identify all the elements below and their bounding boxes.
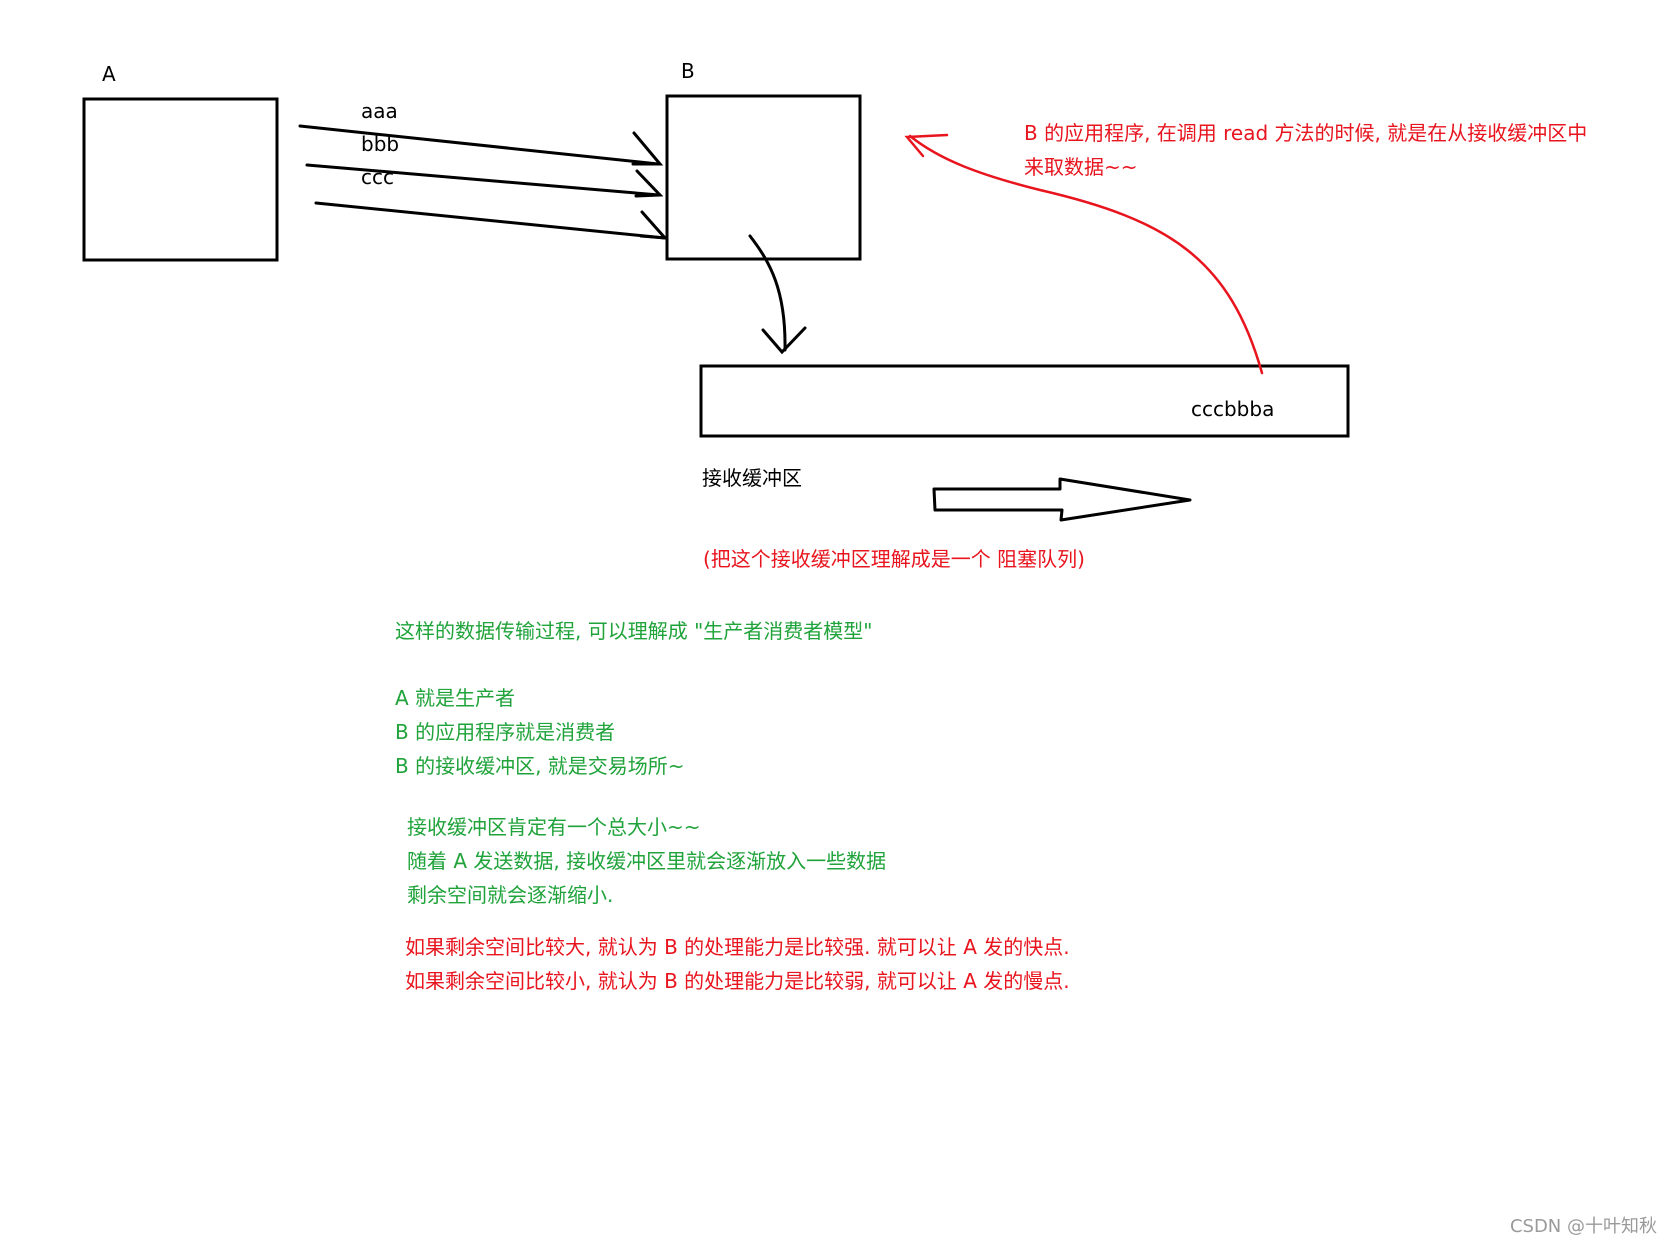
rules-block: 如果剩余空间比较大, 就认为 B 的处理能力是比较强. 就可以让 A 发的快点.…: [405, 930, 1070, 998]
watermark: CSDN @十叶知秋: [1509, 1216, 1657, 1237]
b-to-buffer-arrow: [748, 234, 807, 355]
message-arrow-1: [298, 124, 664, 166]
model-intro: 这样的数据传输过程, 可以理解成 "生产者消费者模型": [395, 619, 873, 643]
role-line-1: A 就是生产者: [395, 686, 516, 710]
read-arrow: [904, 133, 1264, 375]
node-b-box: [665, 94, 862, 261]
node-b-label: B: [681, 59, 695, 83]
capacity-line-3: 剩余空间就会逐渐缩小.: [407, 883, 614, 907]
read-note-line-2: 来取数据~~: [1024, 155, 1138, 179]
buffer-content: cccbbba: [1191, 397, 1275, 421]
message-label-3: ccc: [361, 165, 394, 189]
message-label-2: bbb: [361, 132, 400, 156]
buffer-caption: 接收缓冲区: [702, 466, 802, 490]
capacity-line-2: 随着 A 发送数据, 接收缓冲区里就会逐渐放入一些数据: [407, 849, 887, 873]
node-a-label: A: [102, 62, 116, 86]
role-line-2: B 的应用程序就是消费者: [395, 720, 616, 744]
flow-direction-arrow: [932, 477, 1192, 522]
message-arrow-2: [305, 163, 664, 198]
message-label-1: aaa: [361, 99, 398, 123]
role-line-3: B 的接收缓冲区, 就是交易场所~: [395, 754, 685, 778]
capacity-block: 接收缓冲区肯定有一个总大小~~ 随着 A 发送数据, 接收缓冲区里就会逐渐放入一…: [407, 810, 886, 912]
buffer-note: (把这个接收缓冲区理解成是一个 阻塞队列): [703, 547, 1085, 571]
message-arrow-3: [314, 201, 669, 240]
receive-buffer-box: [699, 364, 1350, 438]
rule-line-2: 如果剩余空间比较小, 就认为 B 的处理能力是比较弱, 就可以让 A 发的慢点.: [405, 969, 1070, 993]
read-note-line-1: B 的应用程序, 在调用 read 方法的时候, 就是在从接收缓冲区中: [1024, 121, 1588, 145]
node-a-box: [82, 97, 279, 262]
capacity-line-1: 接收缓冲区肯定有一个总大小~~: [407, 815, 701, 839]
roles-block: A 就是生产者 B 的应用程序就是消费者 B 的接收缓冲区, 就是交易场所~: [395, 681, 685, 783]
rule-line-1: 如果剩余空间比较大, 就认为 B 的处理能力是比较强. 就可以让 A 发的快点.: [405, 935, 1070, 959]
